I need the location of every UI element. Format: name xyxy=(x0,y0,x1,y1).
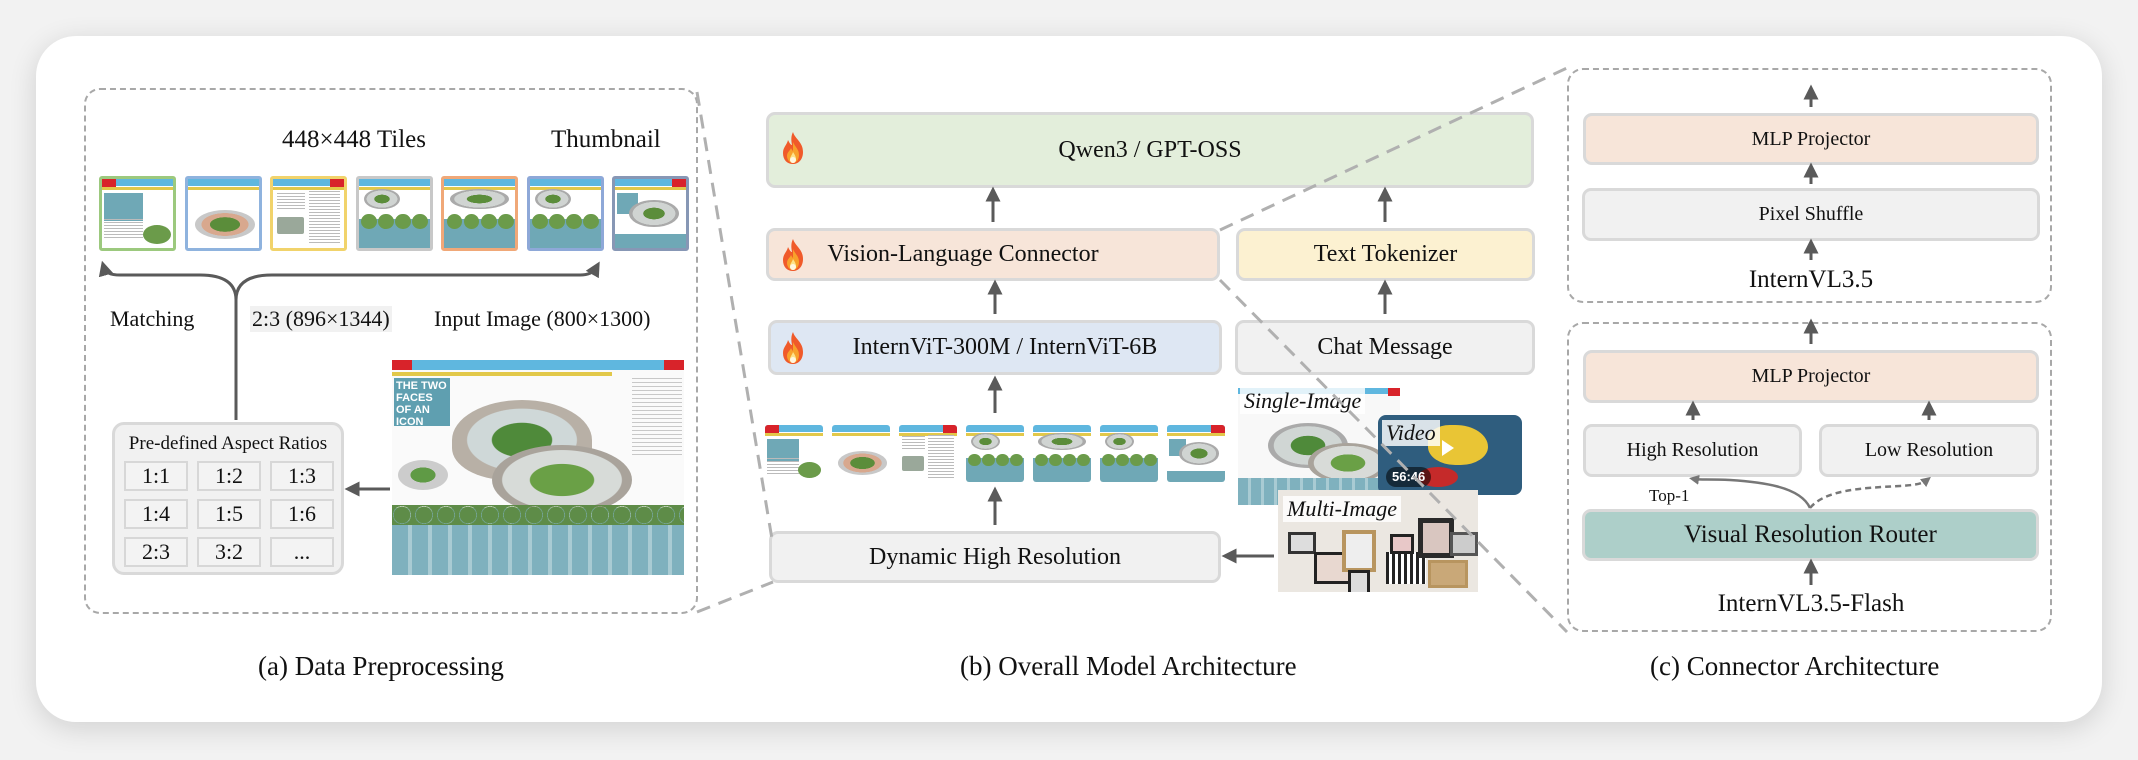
caption-b: (b) Overall Model Architecture xyxy=(960,651,1297,681)
low-resolution-box: Low Resolution xyxy=(1819,424,2039,477)
dynamic-high-resolution-box: Dynamic High Resolution xyxy=(769,531,1221,583)
image-tile xyxy=(355,176,433,251)
ratio-cell: 3:2 xyxy=(197,537,261,567)
caption-a: (a) Data Preprocessing xyxy=(258,651,504,681)
image-tile xyxy=(899,425,957,482)
image-tile xyxy=(1100,425,1158,482)
image-tile xyxy=(765,425,823,482)
fire-icon xyxy=(783,239,803,271)
input-image-label: Input Image (800×1300) xyxy=(434,306,651,331)
ratio-cell: ... xyxy=(270,537,334,567)
mlp-flash-label: MLP Projector xyxy=(1751,365,1871,387)
high-resolution-box: High Resolution xyxy=(1583,424,1802,477)
chat-message-box: Chat Message xyxy=(1235,320,1535,375)
image-tile xyxy=(966,425,1024,482)
fire-icon xyxy=(783,332,803,364)
tokenizer-label: Text Tokenizer xyxy=(1313,241,1458,267)
ratio-cell: 1:5 xyxy=(197,499,261,529)
top1-label: Top-1 xyxy=(1649,486,1690,505)
image-tile xyxy=(99,176,176,251)
internvl35-flash-label: InternVL3.5-Flash xyxy=(1717,590,1905,617)
connector-label: Vision-Language Connector xyxy=(827,241,1099,267)
image-tile xyxy=(270,176,347,251)
internvl35-label: InternVL3.5 xyxy=(1748,266,1874,293)
vision-language-connector-box: Vision-Language Connector xyxy=(766,228,1220,281)
tiles-label: 448×448 Tiles xyxy=(282,126,427,153)
input-image: THE TWO FACES OF AN ICON xyxy=(392,360,684,575)
ratio-cell: 2:3 xyxy=(124,537,188,567)
thumbnail-tile xyxy=(612,176,689,251)
matching-label: Matching xyxy=(110,306,195,331)
vit-label: InternViT-300M / InternViT-6B xyxy=(852,334,1158,360)
ratio-cell: 1:4 xyxy=(124,499,188,529)
caption-c: (c) Connector Architecture xyxy=(1650,651,1940,681)
thumbnail-label: Thumbnail xyxy=(551,126,661,153)
play-icon[interactable] xyxy=(1442,440,1454,456)
llm-label: Qwen3 / GPT-OSS xyxy=(1058,136,1242,163)
input-image-headline: THE TWO FACES OF AN ICON xyxy=(394,378,450,428)
thumbnail-tile xyxy=(1167,425,1225,482)
image-tile xyxy=(832,425,890,482)
fire-icon xyxy=(783,132,803,164)
aspect-ratios-box: Pre-defined Aspect Ratios 1:1 1:2 1:3 1:… xyxy=(112,422,344,575)
ratio-cell: 1:6 xyxy=(270,499,334,529)
visual-resolution-router-box: Visual Resolution Router xyxy=(1582,509,2039,561)
image-tile xyxy=(441,176,518,251)
low-res-label: Low Resolution xyxy=(1864,439,1994,461)
dynamic-label: Dynamic High Resolution xyxy=(869,543,1121,570)
llm-box: Qwen3 / GPT-OSS xyxy=(766,112,1534,188)
ratio-cell: 1:1 xyxy=(124,461,188,491)
mlp-projector-flash-box: MLP Projector xyxy=(1583,350,2039,403)
panel-c-top-frame xyxy=(1567,68,2052,303)
text-tokenizer-box: Text Tokenizer xyxy=(1236,228,1535,281)
image-tile xyxy=(1033,425,1091,482)
vision-encoder-box: InternViT-300M / InternViT-6B xyxy=(768,320,1222,375)
image-tile xyxy=(526,176,604,251)
shuffle-label: Pixel Shuffle xyxy=(1758,203,1864,225)
high-res-label: High Resolution xyxy=(1626,439,1759,461)
mlp-projector-box: MLP Projector xyxy=(1583,113,2039,165)
ratio-cell: 1:3 xyxy=(270,461,334,491)
pixel-shuffle-box: Pixel Shuffle xyxy=(1582,188,2040,241)
single-image-label: Single-Image xyxy=(1240,388,1366,414)
image-tile xyxy=(184,176,262,251)
matched-ratio-label: 2:3 (896×1344) xyxy=(250,306,392,332)
video-duration: 56:46 xyxy=(1386,467,1432,487)
ratio-cell: 1:2 xyxy=(197,461,261,491)
video-label: Video xyxy=(1382,420,1440,446)
chat-label: Chat Message xyxy=(1317,334,1453,360)
mlp-label: MLP Projector xyxy=(1751,127,1871,150)
router-label: Visual Resolution Router xyxy=(1684,521,1937,548)
aspect-ratios-title: Pre-defined Aspect Ratios xyxy=(128,433,328,454)
multi-image-label: Multi-Image xyxy=(1283,496,1401,522)
